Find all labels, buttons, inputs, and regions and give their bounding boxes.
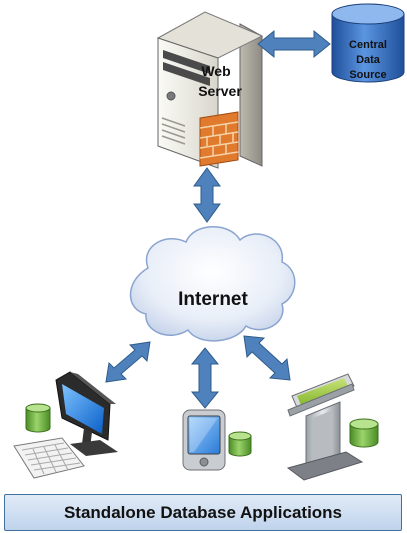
standalone-apps-banner: Standalone Database Applications — [4, 494, 402, 531]
local-database-icon — [349, 418, 379, 448]
cloud-label: Internet — [178, 289, 248, 310]
banner-label: Standalone Database Applications — [63, 502, 343, 522]
double-arrow-icon — [257, 29, 331, 59]
web-server-icon: Web Server — [156, 11, 264, 169]
server-label: Web — [201, 63, 230, 79]
double-arrow-icon — [193, 167, 221, 223]
database-label: Source — [349, 69, 386, 81]
local-database-icon — [25, 403, 51, 433]
pda-device-icon — [182, 409, 226, 471]
database-label: Data — [356, 54, 381, 66]
local-database-icon — [228, 431, 252, 457]
double-arrow-icon — [243, 335, 291, 381]
server-label: Server — [198, 83, 242, 99]
firewall-icon — [199, 111, 239, 167]
double-arrow-icon — [190, 347, 220, 409]
double-arrow-icon — [105, 341, 151, 383]
internet-cloud-icon: Internet — [129, 226, 296, 342]
central-database-icon: Central Data Source — [331, 3, 405, 83]
desktop-computer-icon — [13, 371, 118, 479]
database-label: Central — [349, 39, 387, 51]
kiosk-terminal-icon — [286, 373, 364, 481]
